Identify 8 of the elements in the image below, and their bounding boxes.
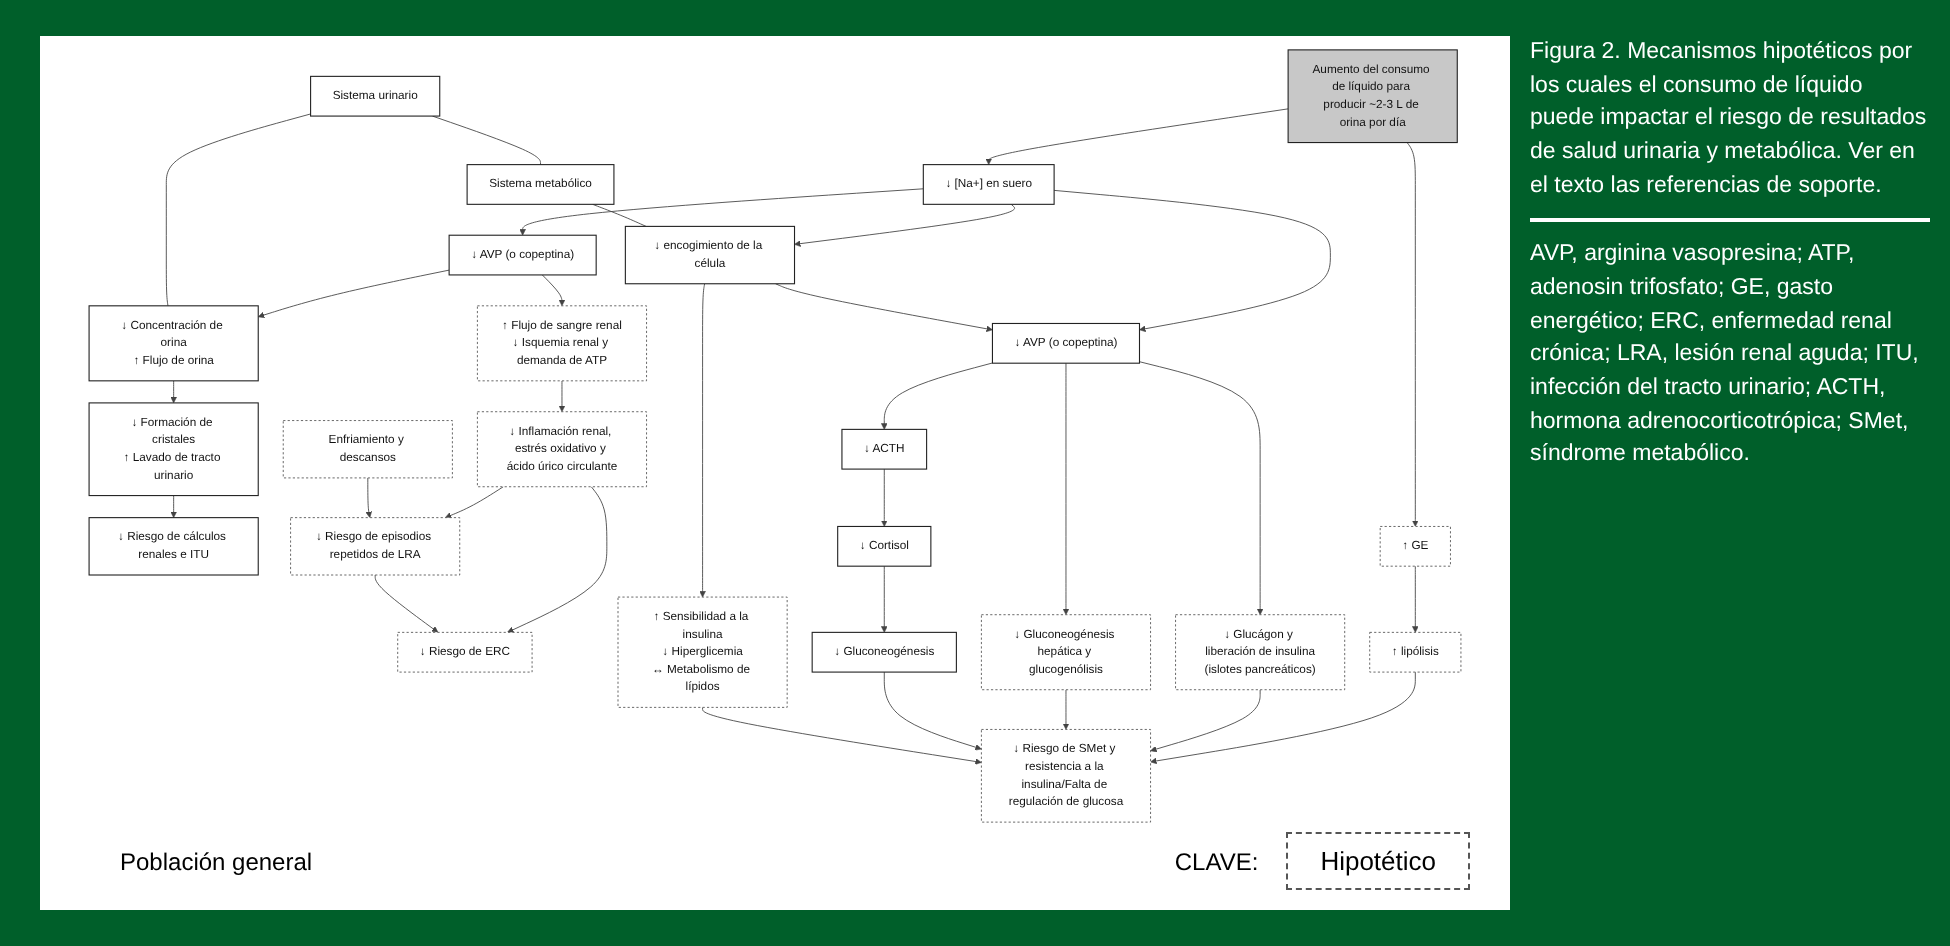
connector [592, 203, 647, 227]
abbreviations-note: AVP, arginina vasopresina; ATP, adenosin trifosfato; GE, gasto energético; ERC, enfermedad renal crónica; LRA, lesión renal aguda; ITU, infección del tracto urinario; ACTH, hormona adrenocorticotrópica; SMet, síndrome metabólico. [1530, 240, 1921, 471]
connector [165, 113, 312, 307]
connector [431, 115, 541, 166]
legend-swatch: Hipotético [1286, 832, 1470, 890]
population-caption: Población general [120, 847, 313, 875]
figure-caption: Figura 2. Mecanismos hipotéticos por los cuales el consumo de líquido puede impactar el riesgo de resultados de salud urinaria y metabólica. Ver en el texto las referencias de soporte. [1530, 36, 1930, 223]
key-title: CLAVE: [1174, 847, 1259, 875]
